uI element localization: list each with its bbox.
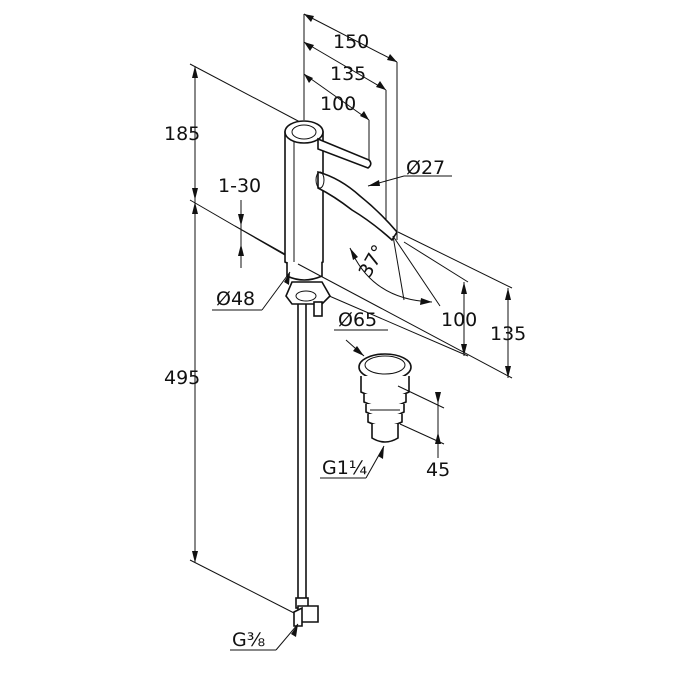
dim-label-spout-135: 135 (490, 323, 526, 345)
dim-label-spout-100: 100 (441, 309, 477, 331)
height-dimensions-group: 185 495 (164, 63, 301, 615)
dim-label-1-30: 1-30 (218, 175, 261, 197)
waste-diameter-group: Ø65 (334, 309, 388, 357)
dim-label-body-dia: Ø48 (216, 288, 255, 310)
body-diameter-group: Ø48 (212, 271, 291, 311)
adjust-dimension-group: 1-30 (218, 175, 293, 268)
dim-label-g114: G1¼ (322, 457, 367, 479)
dim-label-185: 185 (164, 123, 200, 145)
faucet-body (284, 120, 398, 281)
waste-valve (358, 353, 412, 443)
dim-label-135: 135 (330, 63, 366, 85)
dim-line-150 (303, 13, 398, 63)
dim-line-135 (303, 41, 387, 91)
thread-g38-group: G⅜ (230, 623, 299, 651)
dim-label-spout-dia: Ø27 (406, 157, 445, 179)
supply-hose (285, 281, 331, 627)
dim-label-150: 150 (333, 31, 369, 53)
dim-label-100-top: 100 (320, 93, 356, 115)
dim-label-495: 495 (164, 367, 200, 389)
width-dimensions-group: 150 135 100 (303, 13, 398, 240)
thread-g114-group: G1¼ (320, 445, 385, 479)
dim-label-waste-45: 45 (426, 459, 450, 481)
dim-label-waste-dia: Ø65 (338, 309, 377, 331)
waste-height-group: 45 (397, 385, 450, 481)
dim-label-angle: 37° (354, 241, 390, 281)
spout-diameter-group: Ø27 (367, 157, 452, 187)
dim-line-100 (303, 73, 370, 121)
spout-height-group: 100 135 (297, 231, 526, 379)
dim-label-g38: G⅜ (232, 629, 265, 651)
